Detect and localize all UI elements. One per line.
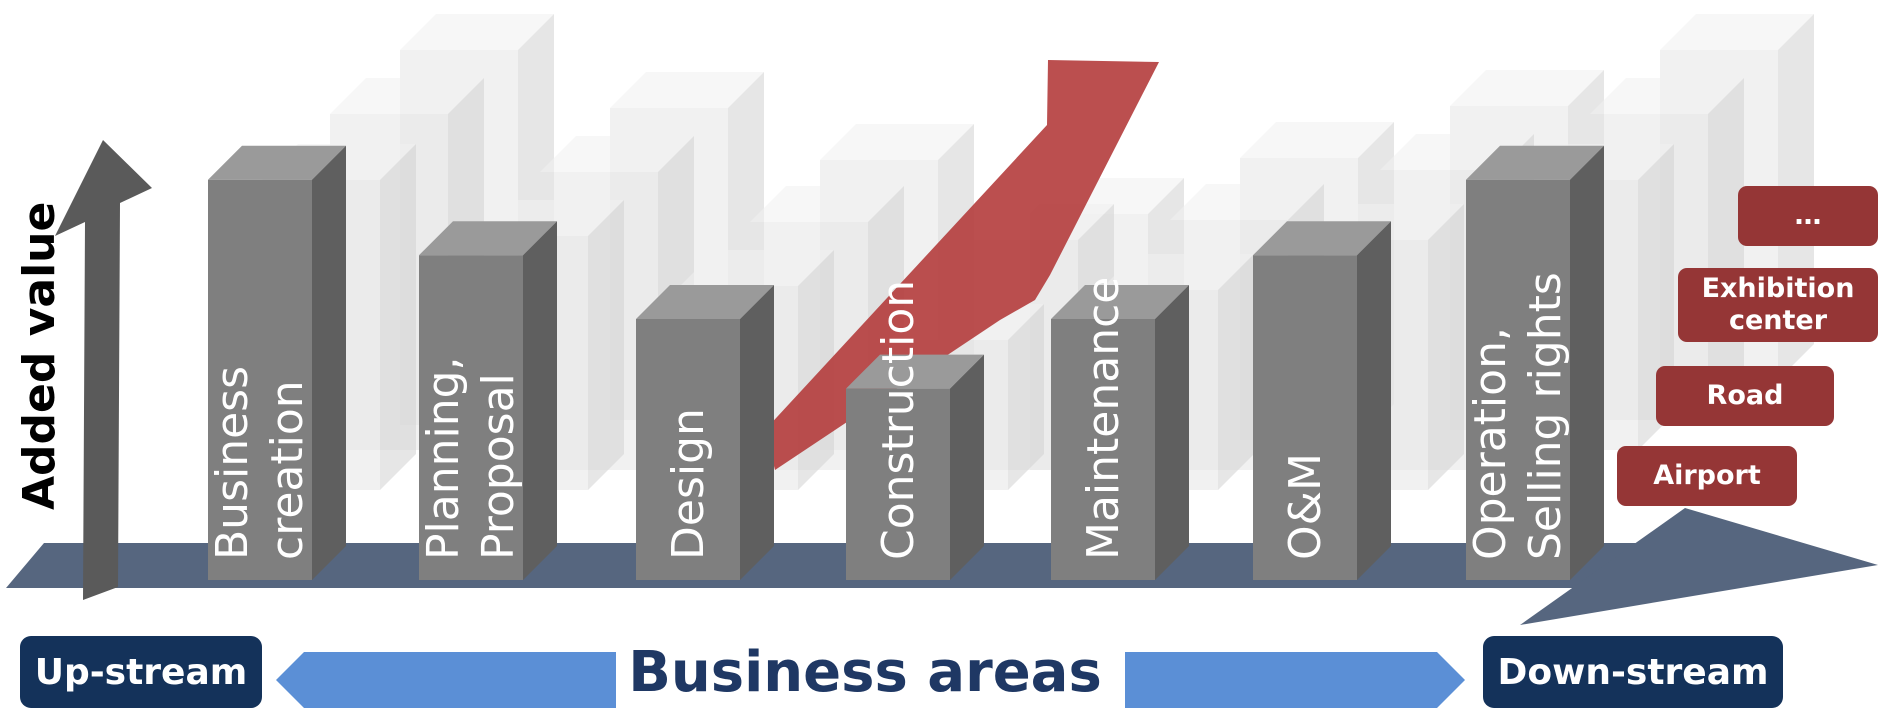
ghost-bar-13-top (1240, 122, 1394, 158)
ghost-bar-3-side (380, 144, 416, 490)
bar-6 (1253, 221, 1391, 580)
ghost-bar-9-top (680, 250, 834, 286)
ghost-bar-7-top (820, 124, 974, 160)
business-area-label: Maintenance (1077, 276, 1129, 560)
business-area-label: Planning, Proposal (418, 356, 524, 560)
ghost-bar-14-top (1170, 184, 1324, 220)
down-stream-badge: Down-stream (1483, 636, 1783, 708)
bar-7-top (1466, 145, 1604, 180)
business-areas-title: Business areas (628, 640, 1102, 705)
bar-1-front (208, 179, 312, 581)
bar-6-side (1357, 221, 1391, 580)
sector-tag: Road (1656, 366, 1834, 426)
bar-4 (846, 354, 984, 580)
bar-5 (1051, 285, 1189, 580)
ghost-bar-19-top (1660, 14, 1814, 50)
sector-tag: Airport (1617, 446, 1797, 506)
sector-tag: … (1738, 186, 1878, 246)
bar-7 (1466, 145, 1604, 581)
bar-3-top (636, 285, 774, 319)
business-area-label: Operation, Selling rights (1465, 272, 1571, 560)
ghost-bar-2-top (330, 78, 484, 114)
ghost-bar-5-top (540, 136, 694, 172)
bar-3-side (740, 285, 774, 580)
ghost-bar-6-side (588, 200, 624, 490)
bar-1-top (208, 145, 346, 180)
bar-1 (208, 145, 346, 581)
up-stream-badge: Up-stream (20, 636, 262, 708)
ghost-bar-16-top (1450, 70, 1604, 106)
ghost-bar-1-top (400, 14, 554, 50)
ghost-bar-20-top (1590, 78, 1744, 114)
ghost-bar-8-top (750, 186, 904, 222)
bar-7-side (1570, 145, 1604, 581)
sector-tag: Exhibition center (1678, 268, 1878, 342)
bar-2 (419, 221, 557, 580)
added-value-arrow (55, 140, 152, 600)
bar-2-top (419, 221, 557, 256)
bar-6-front (1253, 255, 1357, 580)
bar-3 (636, 285, 774, 580)
ghost-bar-12-side (1008, 304, 1044, 490)
value-growth-red-arrow (765, 60, 1159, 470)
ghost-bar-15-side (1218, 254, 1254, 490)
business-area-label: Design (662, 408, 714, 560)
right-arrow (1125, 652, 1465, 708)
bar-1-side (312, 145, 346, 581)
bar-4-side (950, 354, 984, 580)
bar-6-top (1253, 221, 1391, 256)
bar-5-top (1051, 285, 1189, 319)
bar-5-side (1155, 285, 1189, 580)
business-area-bars (208, 145, 1604, 581)
down-stream-floor-arrow (1520, 508, 1878, 625)
bar-2-front (419, 255, 523, 580)
business-area-label: Business creation (207, 365, 313, 560)
ghost-bar-4-top (610, 72, 764, 108)
bar-4-front (846, 388, 950, 580)
bar-4-top (846, 354, 984, 389)
bar-2-side (523, 221, 557, 580)
bar-5-front (1051, 319, 1155, 580)
ghost-bar-18-side (1428, 204, 1464, 490)
left-arrow (276, 652, 616, 708)
business-area-label: Construction (872, 279, 924, 560)
y-axis-label: Added value (14, 201, 65, 510)
business-area-label: O&M (1279, 453, 1331, 560)
bar-7-front (1466, 179, 1570, 581)
ghost-bar-15-top (1100, 254, 1254, 290)
bar-3-front (636, 319, 740, 580)
